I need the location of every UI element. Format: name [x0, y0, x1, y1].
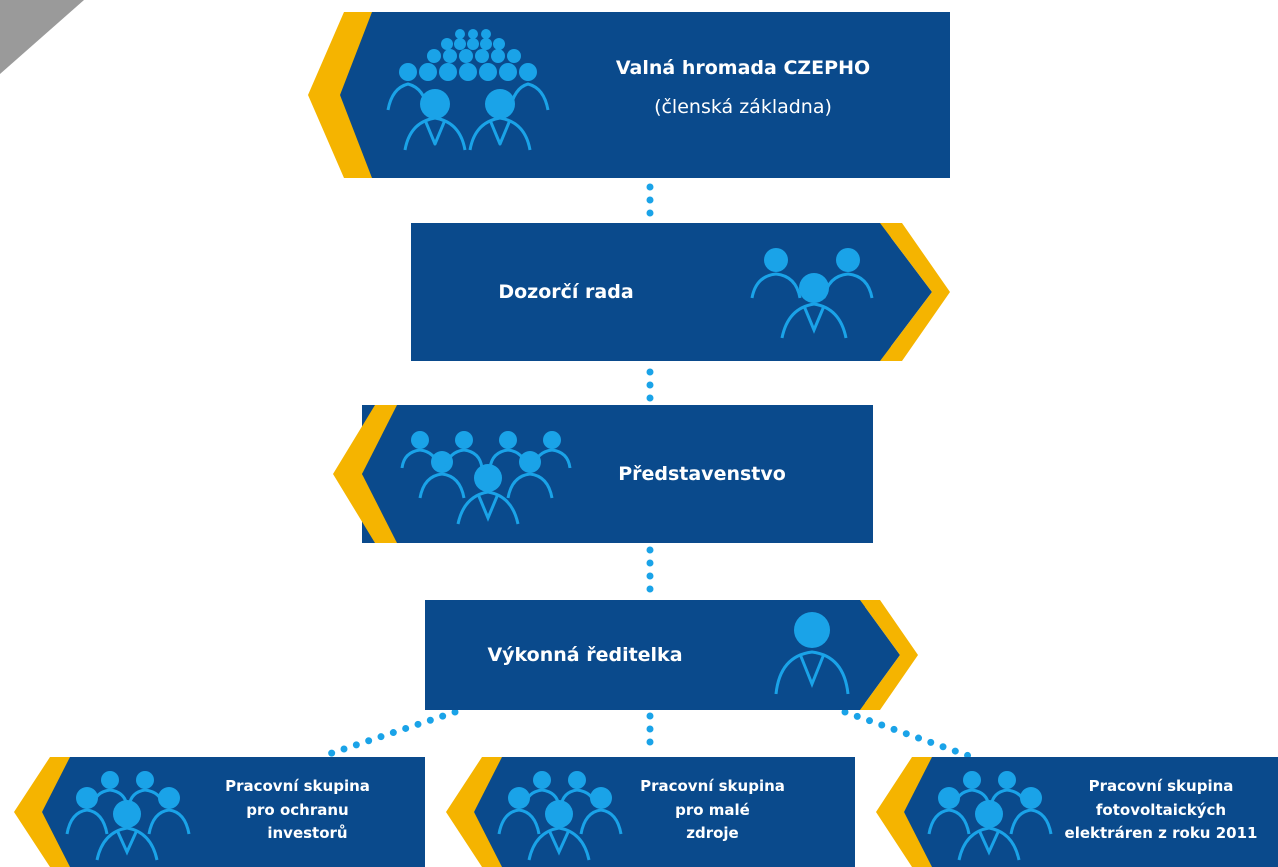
working-group-2-line3: zdroje	[686, 824, 739, 842]
general-assembly-subtitle: (členská základna)	[654, 95, 832, 118]
working-group-2-line1: Pracovní skupina	[640, 777, 785, 795]
working-group-3-group-icon	[927, 771, 1053, 861]
working-group-2-line2: pro malé	[675, 800, 750, 819]
working-group-1-line1: Pracovní skupina	[225, 777, 370, 795]
crowd-icon	[386, 29, 550, 151]
general-assembly-box: Valná hromada CZEPHO (členská základna)	[368, 12, 950, 178]
connector-executive-wg3	[841, 708, 976, 761]
working-group-2-group-icon	[497, 771, 623, 861]
executive-director-box: Výkonná ředitelka	[425, 600, 865, 710]
executive-director-title: Výkonná ředitelka	[487, 644, 683, 666]
working-group-3-line3: elektráren z roku 2011	[1064, 824, 1258, 842]
working-group-3-line1: Pracovní skupina	[1088, 777, 1234, 795]
general-assembly-title: Valná hromada CZEPHO	[615, 57, 871, 79]
group-of-many-icon	[400, 431, 572, 525]
connector-executive-wg1	[316, 708, 459, 761]
group-of-three-icon	[750, 248, 874, 339]
corner-decoration	[0, 0, 84, 74]
working-group-1-line3: investorů	[267, 824, 348, 842]
working-group-3-line2: fotovoltaických	[1095, 800, 1227, 819]
single-person-icon	[774, 612, 850, 695]
supervisory-board-title: Dozorčí rada	[498, 281, 634, 303]
working-group-1-group-icon	[65, 771, 191, 861]
working-group-1-line2: pro ochranu	[246, 800, 349, 819]
board-of-directors-title: Představenstvo	[618, 463, 786, 485]
